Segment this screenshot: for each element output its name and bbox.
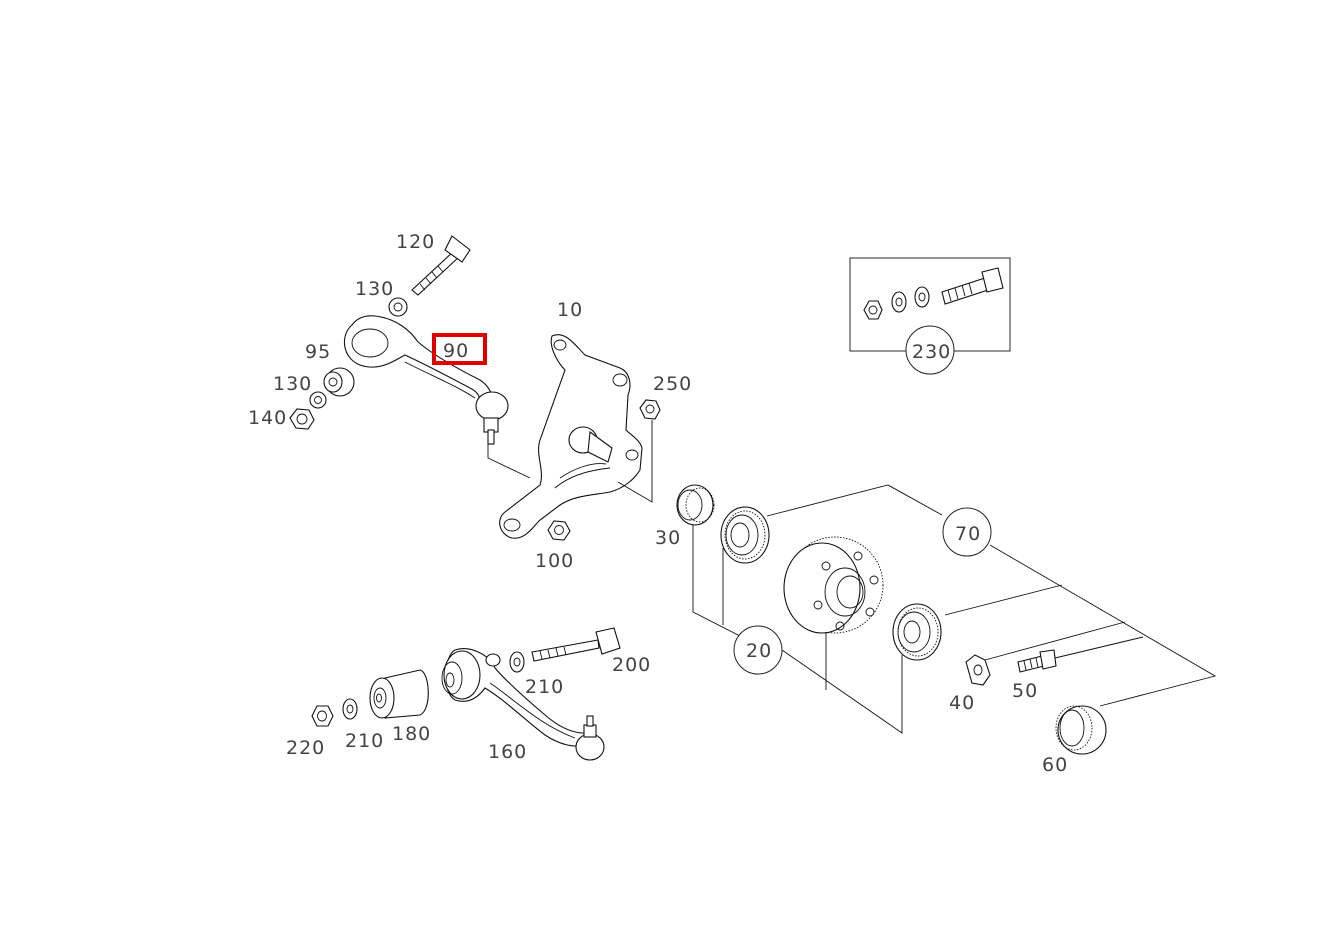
clamp-nut-40	[965, 654, 991, 686]
label-210-right: 210	[525, 676, 564, 698]
label-220: 220	[286, 737, 325, 759]
callout-circle-70	[942, 507, 992, 557]
label-10: 10	[557, 299, 583, 321]
screw-50	[1017, 649, 1057, 673]
callout-circle-230	[905, 325, 955, 375]
washer-130-top	[388, 297, 408, 317]
bearing-inner	[720, 506, 770, 564]
bearing-outer	[892, 603, 942, 661]
bolt-200	[531, 627, 621, 662]
lower-control-arm[interactable]	[441, 648, 589, 747]
label-30: 30	[655, 527, 681, 549]
label-100: 100	[535, 550, 574, 572]
label-130-top: 130	[355, 278, 394, 300]
nut-220	[311, 705, 334, 727]
washer-130-left	[309, 391, 327, 409]
bushing-180	[369, 669, 429, 719]
washer-210-left	[342, 698, 358, 720]
label-20: 20	[746, 640, 772, 662]
label-40: 40	[949, 692, 975, 714]
bushing-95	[323, 367, 355, 397]
label-230: 230	[912, 341, 951, 363]
callout-circle-20	[733, 625, 783, 675]
nut-140	[289, 408, 315, 430]
label-130-left: 130	[273, 373, 312, 395]
label-50: 50	[1012, 680, 1038, 702]
seal-30	[676, 484, 715, 526]
kit-box-230[interactable]	[849, 257, 1011, 352]
label-140: 140	[248, 407, 287, 429]
label-210-left: 210	[345, 730, 384, 752]
nut-100	[547, 520, 571, 541]
label-60: 60	[1042, 754, 1068, 776]
steering-knuckle[interactable]	[499, 334, 643, 539]
label-120: 120	[396, 231, 435, 253]
label-95: 95	[305, 341, 331, 363]
ball-joint-lower	[575, 715, 605, 761]
label-250: 250	[653, 373, 692, 395]
label-70: 70	[955, 523, 981, 545]
label-160: 160	[488, 741, 527, 763]
label-90[interactable]: 90	[443, 340, 469, 362]
wheel-hub	[783, 536, 884, 634]
label-180: 180	[392, 723, 431, 745]
washer-210-right	[509, 651, 525, 673]
bolt-120	[411, 235, 471, 296]
nut-250	[639, 399, 661, 420]
highlight-box-90	[432, 333, 487, 365]
ball-joint-upper	[475, 391, 509, 445]
label-200: 200	[612, 654, 651, 676]
grease-cap-60	[1055, 705, 1107, 755]
